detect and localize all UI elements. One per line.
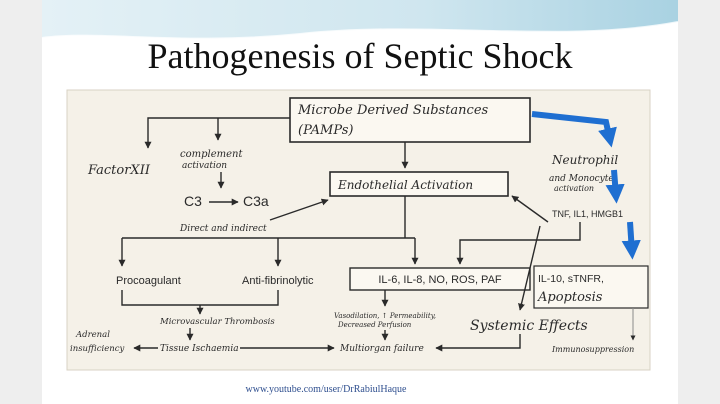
blue-arrows — [531, 111, 641, 260]
arrow-systemic-to-multiorgan — [435, 334, 521, 352]
multiorgan-label: Multiorgan failure — [339, 344, 424, 354]
monocyte-label-2: activation — [554, 184, 594, 193]
slide-title: Pathogenesis of Septic Shock — [148, 36, 573, 76]
factor-xii-label: FactorXII — [87, 163, 151, 178]
microbe-box: Microbe Derived Substances (PAMPs) — [289, 97, 531, 143]
connector-lines — [118, 117, 581, 352]
antifibrinolytic-label: Anti-fibrinolytic — [242, 275, 314, 287]
blue-arrow-to-anti-inflammatory — [621, 221, 641, 260]
anti-inflammatory-box: IL-10, sTNFR, Apoptosis — [533, 265, 649, 309]
header-wave — [42, 0, 678, 39]
c3a-label: C3a — [243, 193, 269, 209]
microbe-line-2: (PAMPs) — [298, 123, 353, 138]
immunosuppression-label: Immunosuppression — [551, 345, 634, 354]
arrow-cytokines-to-mediators — [456, 222, 581, 265]
direct-indirect-label: Direct and indirect — [179, 224, 267, 234]
vasodilation-label-2: Decreased Perfusion — [337, 321, 412, 329]
vasodilation-label-1: Vasodilation, ↑ Permeability, — [334, 312, 436, 320]
apoptosis-label: Apoptosis — [537, 290, 603, 305]
arrow-to-systemic-effects — [518, 225, 541, 311]
endothelial-label: Endothelial Activation — [337, 178, 473, 192]
blue-arrow-to-cytokines — [605, 169, 625, 204]
procoagulant-label: Procoagulant — [116, 275, 181, 287]
adrenal-label-1: Adrenal — [75, 330, 110, 340]
mediators-box: IL-6, IL-8, NO, ROS, PAF — [349, 267, 531, 291]
arrow-neutrophil-to-endothelial — [511, 195, 549, 223]
left-margin — [0, 0, 42, 404]
arrow-c3a-to-endothelial — [269, 198, 329, 221]
c3-label: C3 — [184, 193, 202, 209]
endothelial-box: Endothelial Activation — [329, 171, 509, 197]
cytokines-label: TNF, IL1, HMGB1 — [552, 209, 623, 219]
anti-inflammatory-label: IL-10, sTNFR, — [538, 273, 604, 285]
right-margin — [678, 0, 720, 404]
systemic-effects-label: Systemic Effects — [470, 318, 588, 334]
tissue-ischaemia-label: Tissue Ischaemia — [160, 344, 239, 354]
header-wave-line — [41, 21, 679, 40]
microbe-line-1: Microbe Derived Substances — [297, 103, 489, 118]
blue-arrow-to-neutrophil — [531, 111, 617, 148]
monocyte-label-1: and Monocyte — [549, 174, 614, 184]
microvascular-label: Microvascular Thrombosis — [159, 317, 275, 327]
complement-label-1: complement — [180, 149, 243, 160]
footer-url[interactable]: www.youtube.com/user/DrRabiulHaque — [246, 384, 408, 395]
adrenal-label-2: insufficiency — [70, 344, 125, 354]
mediators-label: IL-6, IL-8, NO, ROS, PAF — [378, 274, 502, 286]
neutrophil-label: Neutrophil — [551, 153, 618, 167]
arrow-to-factor-xii — [144, 117, 290, 149]
complement-label-2: activation — [182, 161, 227, 171]
